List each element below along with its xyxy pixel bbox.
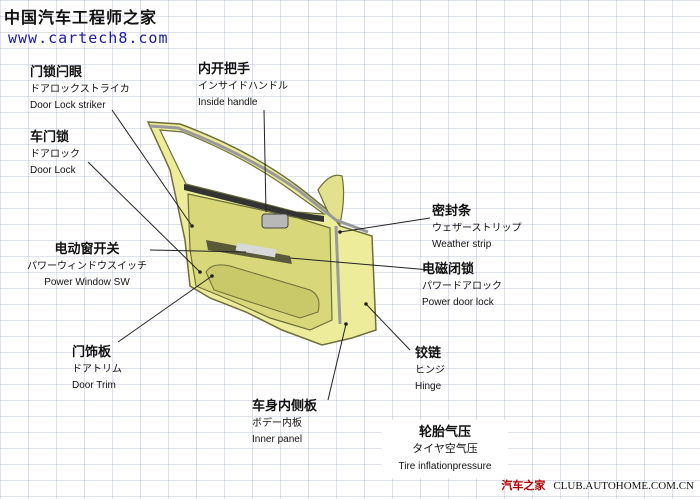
label-cn: 车身内侧板	[252, 399, 318, 414]
label-cn: 门锁闩眼	[30, 65, 83, 80]
label-en: Inside handle	[198, 97, 258, 108]
label-inner-panel: 车身内侧板 ボデー内板 Inner panel	[252, 400, 317, 445]
label-en: Inner panel	[252, 434, 303, 445]
label-cn: 电动窗开关	[54, 242, 120, 257]
label-en: Power Window SW	[44, 277, 130, 288]
label-en: Tire inflationpressure	[398, 461, 492, 472]
label-jp: パワードアロック	[422, 281, 502, 292]
watermark-url: www.cartech8.com	[8, 29, 169, 47]
label-en: Door Trim	[72, 380, 116, 391]
belt-strip	[184, 184, 324, 222]
label-jp: ボデー内板	[252, 418, 302, 429]
footer-url: CLUB.AUTOHOME.COM.CN	[553, 480, 694, 492]
label-jp: ウェザーストリップ	[432, 223, 522, 234]
label-door-lock-striker: 门锁闩眼 ドアロックストライカ Door Lock striker	[30, 66, 130, 111]
leader-lines	[87, 109, 431, 401]
label-cn: 门饰板	[72, 345, 112, 360]
watermark-site-name: 中国汽车工程师之家	[4, 8, 158, 27]
window-opening	[159, 129, 327, 215]
label-cn: 内开把手	[198, 62, 251, 77]
label-en: Door Lock	[30, 165, 76, 176]
label-inside-handle: 内开把手 インサイドハンドル Inside handle	[198, 63, 288, 108]
footer-brand: 汽车之家	[501, 479, 546, 492]
label-door-trim: 门饰板 ドアトリム Door Trim	[72, 346, 122, 391]
label-jp: パワーウィンドウスイッチ	[27, 261, 147, 272]
weather-strip-line	[149, 124, 369, 234]
label-en: Door Lock striker	[30, 100, 106, 111]
label-tire-pressure: 轮胎气压 タイヤ空气压 Tire inflationpressure	[382, 426, 508, 472]
tire-pressure-box	[382, 420, 508, 478]
label-power-door-lock: 电磁闭锁 パワードアロック Power door lock	[422, 263, 502, 308]
label-jp: インサイドハンドル	[198, 81, 288, 92]
label-jp: タイヤ空气压	[412, 442, 478, 455]
label-cn: 轮胎气压	[418, 425, 471, 440]
label-en: Power door lock	[422, 297, 494, 308]
label-jp: ヒンジ	[415, 365, 445, 376]
label-power-window-switch: 电动窗开关 パワーウィンドウスイッチ Power Window SW	[24, 243, 150, 288]
mirror-mount	[317, 174, 345, 226]
door-pocket	[205, 264, 320, 319]
label-en: Weather strip	[432, 239, 492, 250]
handle-shape	[261, 213, 289, 229]
label-hinge: 铰链 ヒンジ Hinge	[415, 347, 445, 392]
switch-pack	[235, 242, 277, 258]
label-cn: 车门锁	[30, 130, 70, 145]
label-weather-strip: 密封条 ウェザーストリップ Weather strip	[432, 205, 522, 250]
label-cn: 铰链	[415, 346, 442, 361]
label-jp: ドアロック	[30, 149, 80, 160]
footer-watermark: 汽车之家 CLUB.AUTOHOME.COM.CN	[501, 477, 694, 493]
label-jp: ドアロックストライカ	[30, 84, 130, 95]
label-door-lock: 车门锁 ドアロック Door Lock	[30, 131, 80, 176]
label-en: Hinge	[415, 381, 442, 392]
label-jp: ドアトリム	[72, 364, 122, 375]
label-cn: 电磁闭锁	[422, 262, 475, 277]
label-cn: 密封条	[432, 204, 472, 219]
